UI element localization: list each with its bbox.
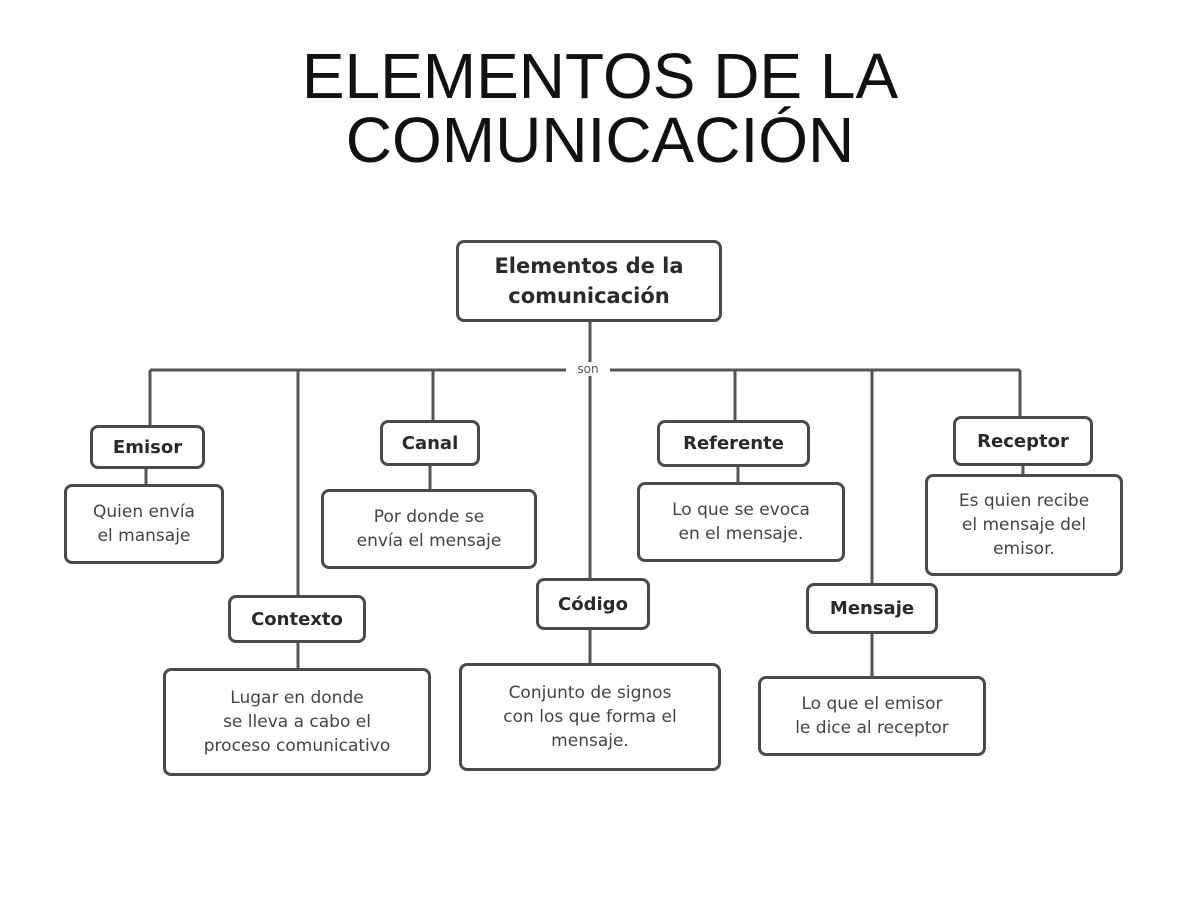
node-canal: Canal xyxy=(380,420,480,466)
node-receptor: Receptor xyxy=(953,416,1093,466)
desc-canal-line: Por donde se xyxy=(373,507,485,527)
node-codigo-label: Código xyxy=(558,593,628,615)
node-contexto: Contexto xyxy=(228,595,366,643)
desc-canal: Por donde se envía el mensaje xyxy=(321,489,537,569)
desc-contexto-line: se lleva a cabo el xyxy=(223,712,371,732)
desc-codigo-line: mensaje. xyxy=(551,731,629,751)
node-referente: Referente xyxy=(657,420,810,467)
node-receptor-label: Receptor xyxy=(977,430,1069,452)
node-mensaje-label: Mensaje xyxy=(829,598,915,619)
root-line-1: Elementos de la xyxy=(494,254,684,278)
connector-label: son xyxy=(566,362,610,376)
desc-emisor-line: Quien envía xyxy=(93,502,195,522)
desc-receptor-line: el mensaje del xyxy=(961,515,1087,535)
desc-codigo: Conjunto de signos con los que forma el … xyxy=(459,663,721,771)
root-line-2: comunicación xyxy=(508,284,670,308)
desc-codigo-line: con los que forma el xyxy=(503,707,677,727)
node-mensaje: Mensaje xyxy=(806,583,938,634)
desc-mensaje: Lo que el emisor le dice al receptor xyxy=(758,676,986,756)
desc-referente: Lo que se evoca en el mensaje. xyxy=(637,482,845,562)
desc-receptor-line: emisor. xyxy=(993,539,1055,559)
desc-contexto: Lugar en donde se lleva a cabo el proces… xyxy=(163,668,431,776)
desc-referente-line: Lo que se evoca xyxy=(672,500,810,520)
node-emisor-label: Emisor xyxy=(112,436,183,458)
desc-receptor: Es quien recibe el mensaje del emisor. xyxy=(925,474,1123,576)
desc-receptor-line: Es quien recibe xyxy=(958,491,1090,511)
node-canal-label: Canal xyxy=(401,432,459,454)
desc-contexto-line: Lugar en donde xyxy=(230,688,364,708)
desc-canal-line: envía el mensaje xyxy=(356,531,502,551)
desc-codigo-line: Conjunto de signos xyxy=(508,683,672,703)
desc-mensaje-line: le dice al receptor xyxy=(795,718,949,738)
desc-referente-line: en el mensaje. xyxy=(678,524,804,544)
node-codigo: Código xyxy=(536,578,650,630)
page-title: ELEMENTOS DE LA COMUNICACIÓN xyxy=(0,44,1200,172)
node-contexto-label: Contexto xyxy=(251,608,343,630)
node-referente-label: Referente xyxy=(683,433,784,454)
desc-contexto-line: proceso comunicativo xyxy=(203,736,391,756)
title-line-2: COMUNICACIÓN xyxy=(345,104,855,176)
desc-emisor-line: el mansaje xyxy=(97,526,191,546)
root-node: Elementos de la comunicación xyxy=(456,240,722,322)
node-emisor: Emisor xyxy=(90,425,205,469)
desc-emisor: Quien envía el mansaje xyxy=(64,484,224,564)
desc-mensaje-line: Lo que el emisor xyxy=(801,694,943,714)
title-line-1: ELEMENTOS DE LA xyxy=(301,40,899,112)
